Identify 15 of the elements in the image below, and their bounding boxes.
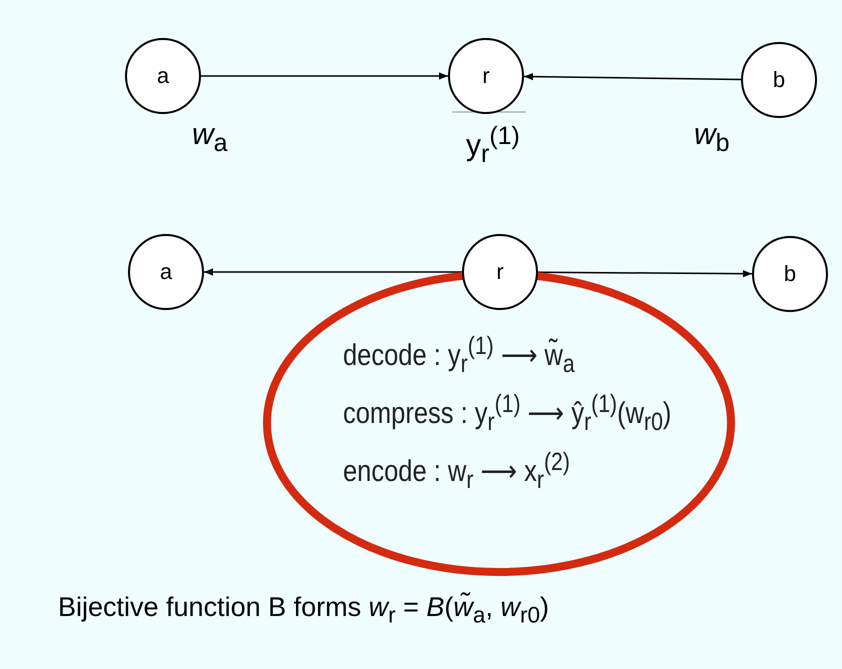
node-label: b (784, 261, 796, 287)
mapping-formula: decode : y$_{r}$$^{(1)}$ ⟶ w̃$_{a}$ (343, 332, 575, 379)
node-label: r (482, 63, 490, 89)
variable-label: w$_{b}$ (694, 118, 730, 158)
arrow (204, 268, 462, 276)
arrow (538, 270, 752, 278)
node-label: a (156, 63, 170, 89)
variable-label: w$_{a}$ (192, 118, 228, 158)
node-label: a (160, 259, 172, 285)
mapping-formula: compress : y$_{r}$$^{(1)}$ ⟶ ŷ$_{r}$$^{(1)}$(w$_{r0}$) (343, 390, 672, 437)
arrow (201, 72, 448, 80)
node-label: b (772, 67, 786, 93)
arrow (524, 73, 742, 80)
node-label: r (496, 259, 504, 285)
caption: Bijective function B forms w$_{r}$ = B(w̃$_{a}$, w$_{r0}$) (58, 592, 549, 628)
